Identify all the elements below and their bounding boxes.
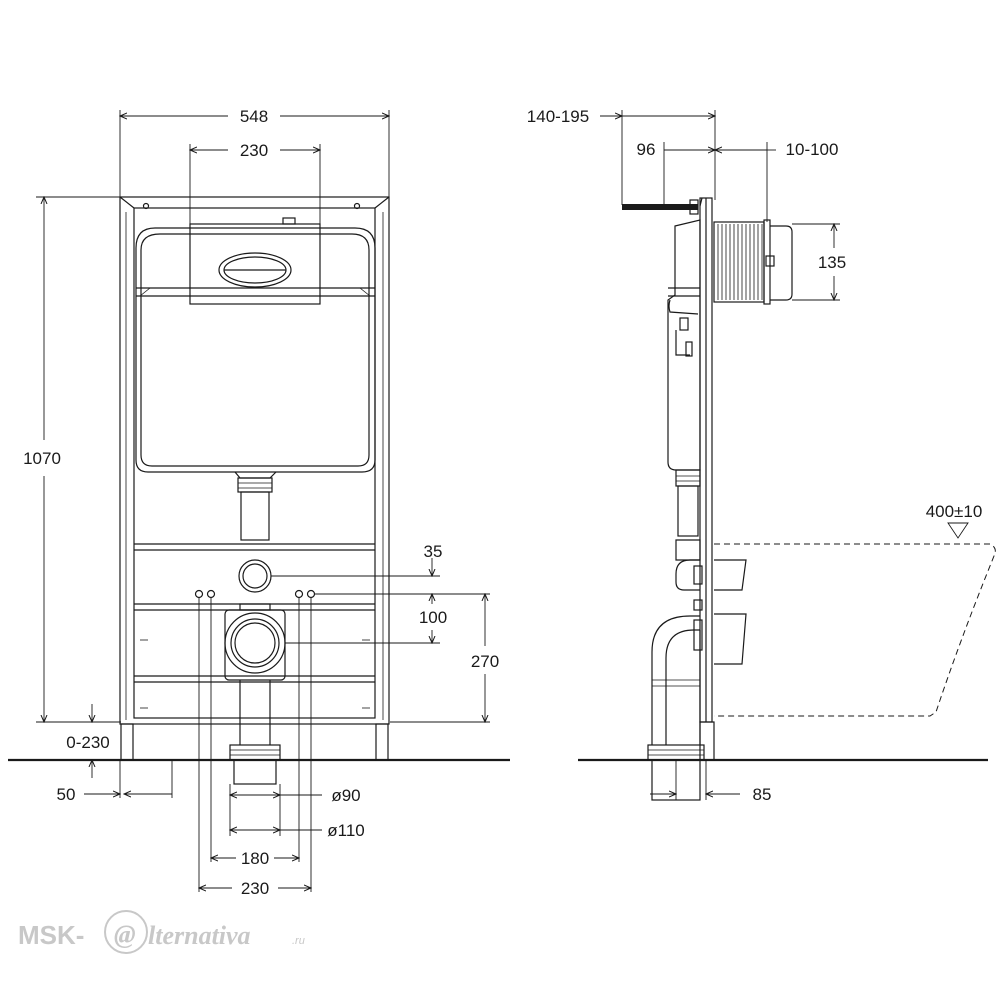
dim-230-bottom-label: 230 <box>241 879 269 898</box>
front-crossbars <box>134 543 375 709</box>
dim-270-label: 270 <box>471 652 499 671</box>
side-frame-plate <box>699 197 715 761</box>
front-view: 548 230 1070 0-230 <box>8 107 510 898</box>
front-flush-plate <box>189 223 321 305</box>
dim-depth-96-wall: 96 10-100 <box>637 140 839 222</box>
front-frame <box>119 196 390 761</box>
dim-depth-range: 140-195 <box>527 107 715 205</box>
dim-10-100-label: 10-100 <box>786 140 839 159</box>
watermark-domain: .ru <box>292 935 305 947</box>
dim-180-label: 180 <box>241 849 269 868</box>
watermark-logo: MSK- @ lternativa .ru <box>18 910 305 954</box>
dim-bottom-horizontals: ø90 ø110 180 230 <box>199 598 365 898</box>
front-inlet <box>238 559 272 593</box>
side-top-rod <box>622 199 699 215</box>
dim-100-label: 100 <box>419 608 447 627</box>
dim-width-overall: 548 <box>120 107 389 197</box>
dim-leg-width: 50 <box>57 760 173 804</box>
dim-548-label: 548 <box>240 107 268 126</box>
dim-height-overall: 1070 <box>23 197 121 722</box>
dim-96-label: 96 <box>637 140 656 159</box>
side-toilet-bowl-outline <box>714 543 996 717</box>
dim-0-230-label: 0-230 <box>66 733 109 752</box>
dim-button-height: 135 <box>792 224 846 300</box>
watermark-at: @ <box>114 920 136 949</box>
watermark-prefix: MSK- <box>18 920 84 950</box>
dim-85-label: 85 <box>753 785 772 804</box>
dim-leg-adjust: 0-230 <box>66 704 110 778</box>
dim-bowl-height: 400±10 <box>926 502 983 539</box>
dim-d90-label: ø90 <box>331 786 360 805</box>
flush-button-icon <box>218 252 292 288</box>
front-drain-outlet <box>224 603 286 785</box>
side-flush-button <box>713 219 793 305</box>
dim-outlet-offset: 85 <box>650 760 771 804</box>
side-view: 140-195 96 10-100 135 400±10 <box>527 107 996 804</box>
side-cistern <box>667 219 701 561</box>
side-bowl-bolts <box>693 559 747 665</box>
dim-right-verticals: 35 100 270 <box>271 542 499 722</box>
dim-50-label: 50 <box>57 785 76 804</box>
dim-230-top-label: 230 <box>240 141 268 160</box>
dim-d110-label: ø110 <box>327 821 365 840</box>
dim-135-label: 135 <box>818 253 846 272</box>
watermark-suffix: lternativa <box>148 921 251 950</box>
dim-button-width: 230 <box>190 141 320 224</box>
front-bolts <box>194 589 316 599</box>
front-cistern <box>135 217 376 541</box>
dim-1070-label: 1070 <box>23 449 61 468</box>
dim-35-label: 35 <box>424 542 443 561</box>
dim-400-label: 400±10 <box>926 502 983 521</box>
dim-140-195-label: 140-195 <box>527 107 589 126</box>
